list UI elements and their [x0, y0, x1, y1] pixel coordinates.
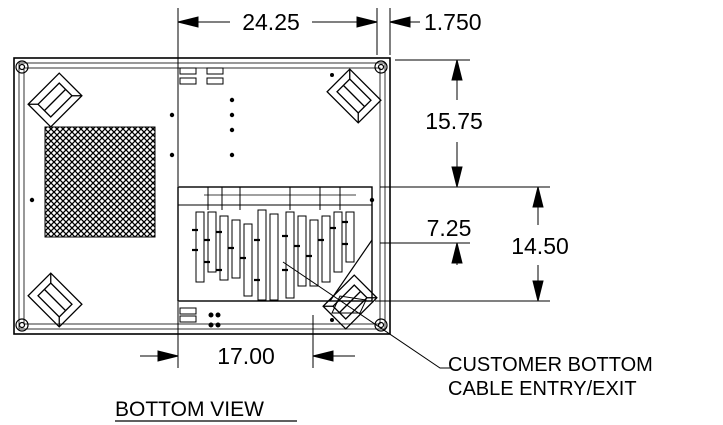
caster-top-left: [27, 72, 83, 128]
caster-bottom-left: [27, 272, 83, 328]
dimension-lines: [140, 8, 550, 369]
top-brackets: [179, 67, 224, 85]
dim-bottom-width: 17.00: [217, 343, 275, 369]
corner-bolts: [15, 60, 388, 332]
callout-line-2: CABLE ENTRY/EXIT: [448, 378, 637, 400]
bottom-brackets: [179, 307, 221, 328]
cabinet-outline: [13, 57, 391, 335]
callout-line-1: CUSTOMER BOTTOM: [448, 354, 653, 376]
vent-grille: [44, 126, 156, 238]
dim-top-width: 24.25: [242, 9, 300, 35]
dim-right-total: 14.50: [511, 233, 569, 259]
dim-top-offset: 1.750: [424, 9, 482, 35]
view-title: BOTTOM VIEW: [115, 398, 264, 421]
dim-right-upper: 15.75: [425, 108, 483, 134]
cable-entry-panel: [177, 186, 373, 314]
mounting-holes: [29, 73, 375, 322]
dim-right-mid: 7.25: [427, 215, 472, 241]
caster-top-right: [326, 68, 382, 124]
